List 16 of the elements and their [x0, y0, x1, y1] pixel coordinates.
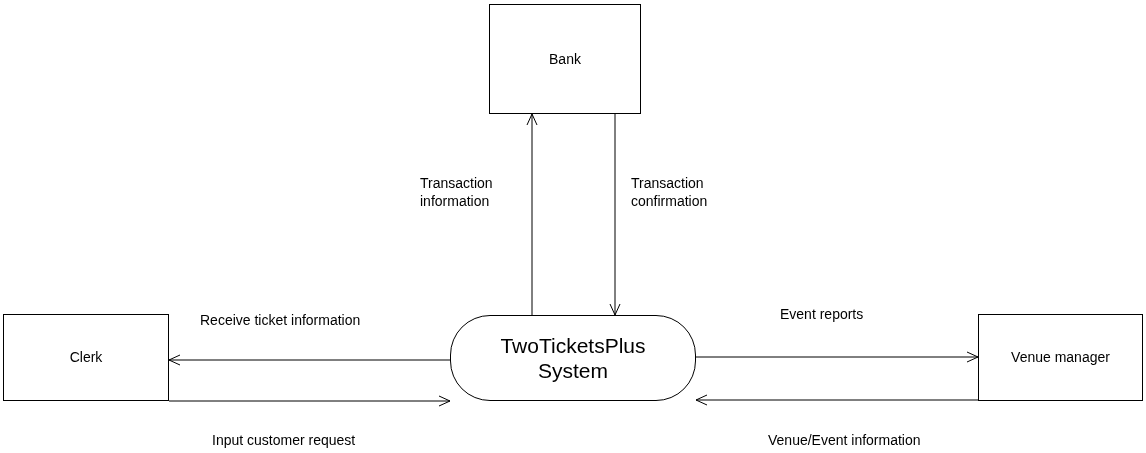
entity-box: [978, 314, 1143, 401]
edge-label: Event reports: [780, 306, 864, 324]
arrow: [168, 354, 451, 366]
node-label: Venue manager: [1011, 349, 1110, 366]
edge-label: Input customer request: [212, 432, 356, 450]
arrow: [526, 113, 538, 316]
node-label: Bank: [549, 50, 581, 68]
arrow: [609, 113, 621, 316]
entity-box: [489, 4, 641, 114]
entity-box: [3, 314, 169, 401]
arrow: [695, 351, 979, 363]
node-label: Clerk: [69, 349, 103, 366]
process-box: [450, 315, 696, 401]
node-label: TwoTicketsPlus System: [499, 332, 647, 384]
arrow: [695, 394, 979, 406]
arrow: [168, 395, 451, 407]
